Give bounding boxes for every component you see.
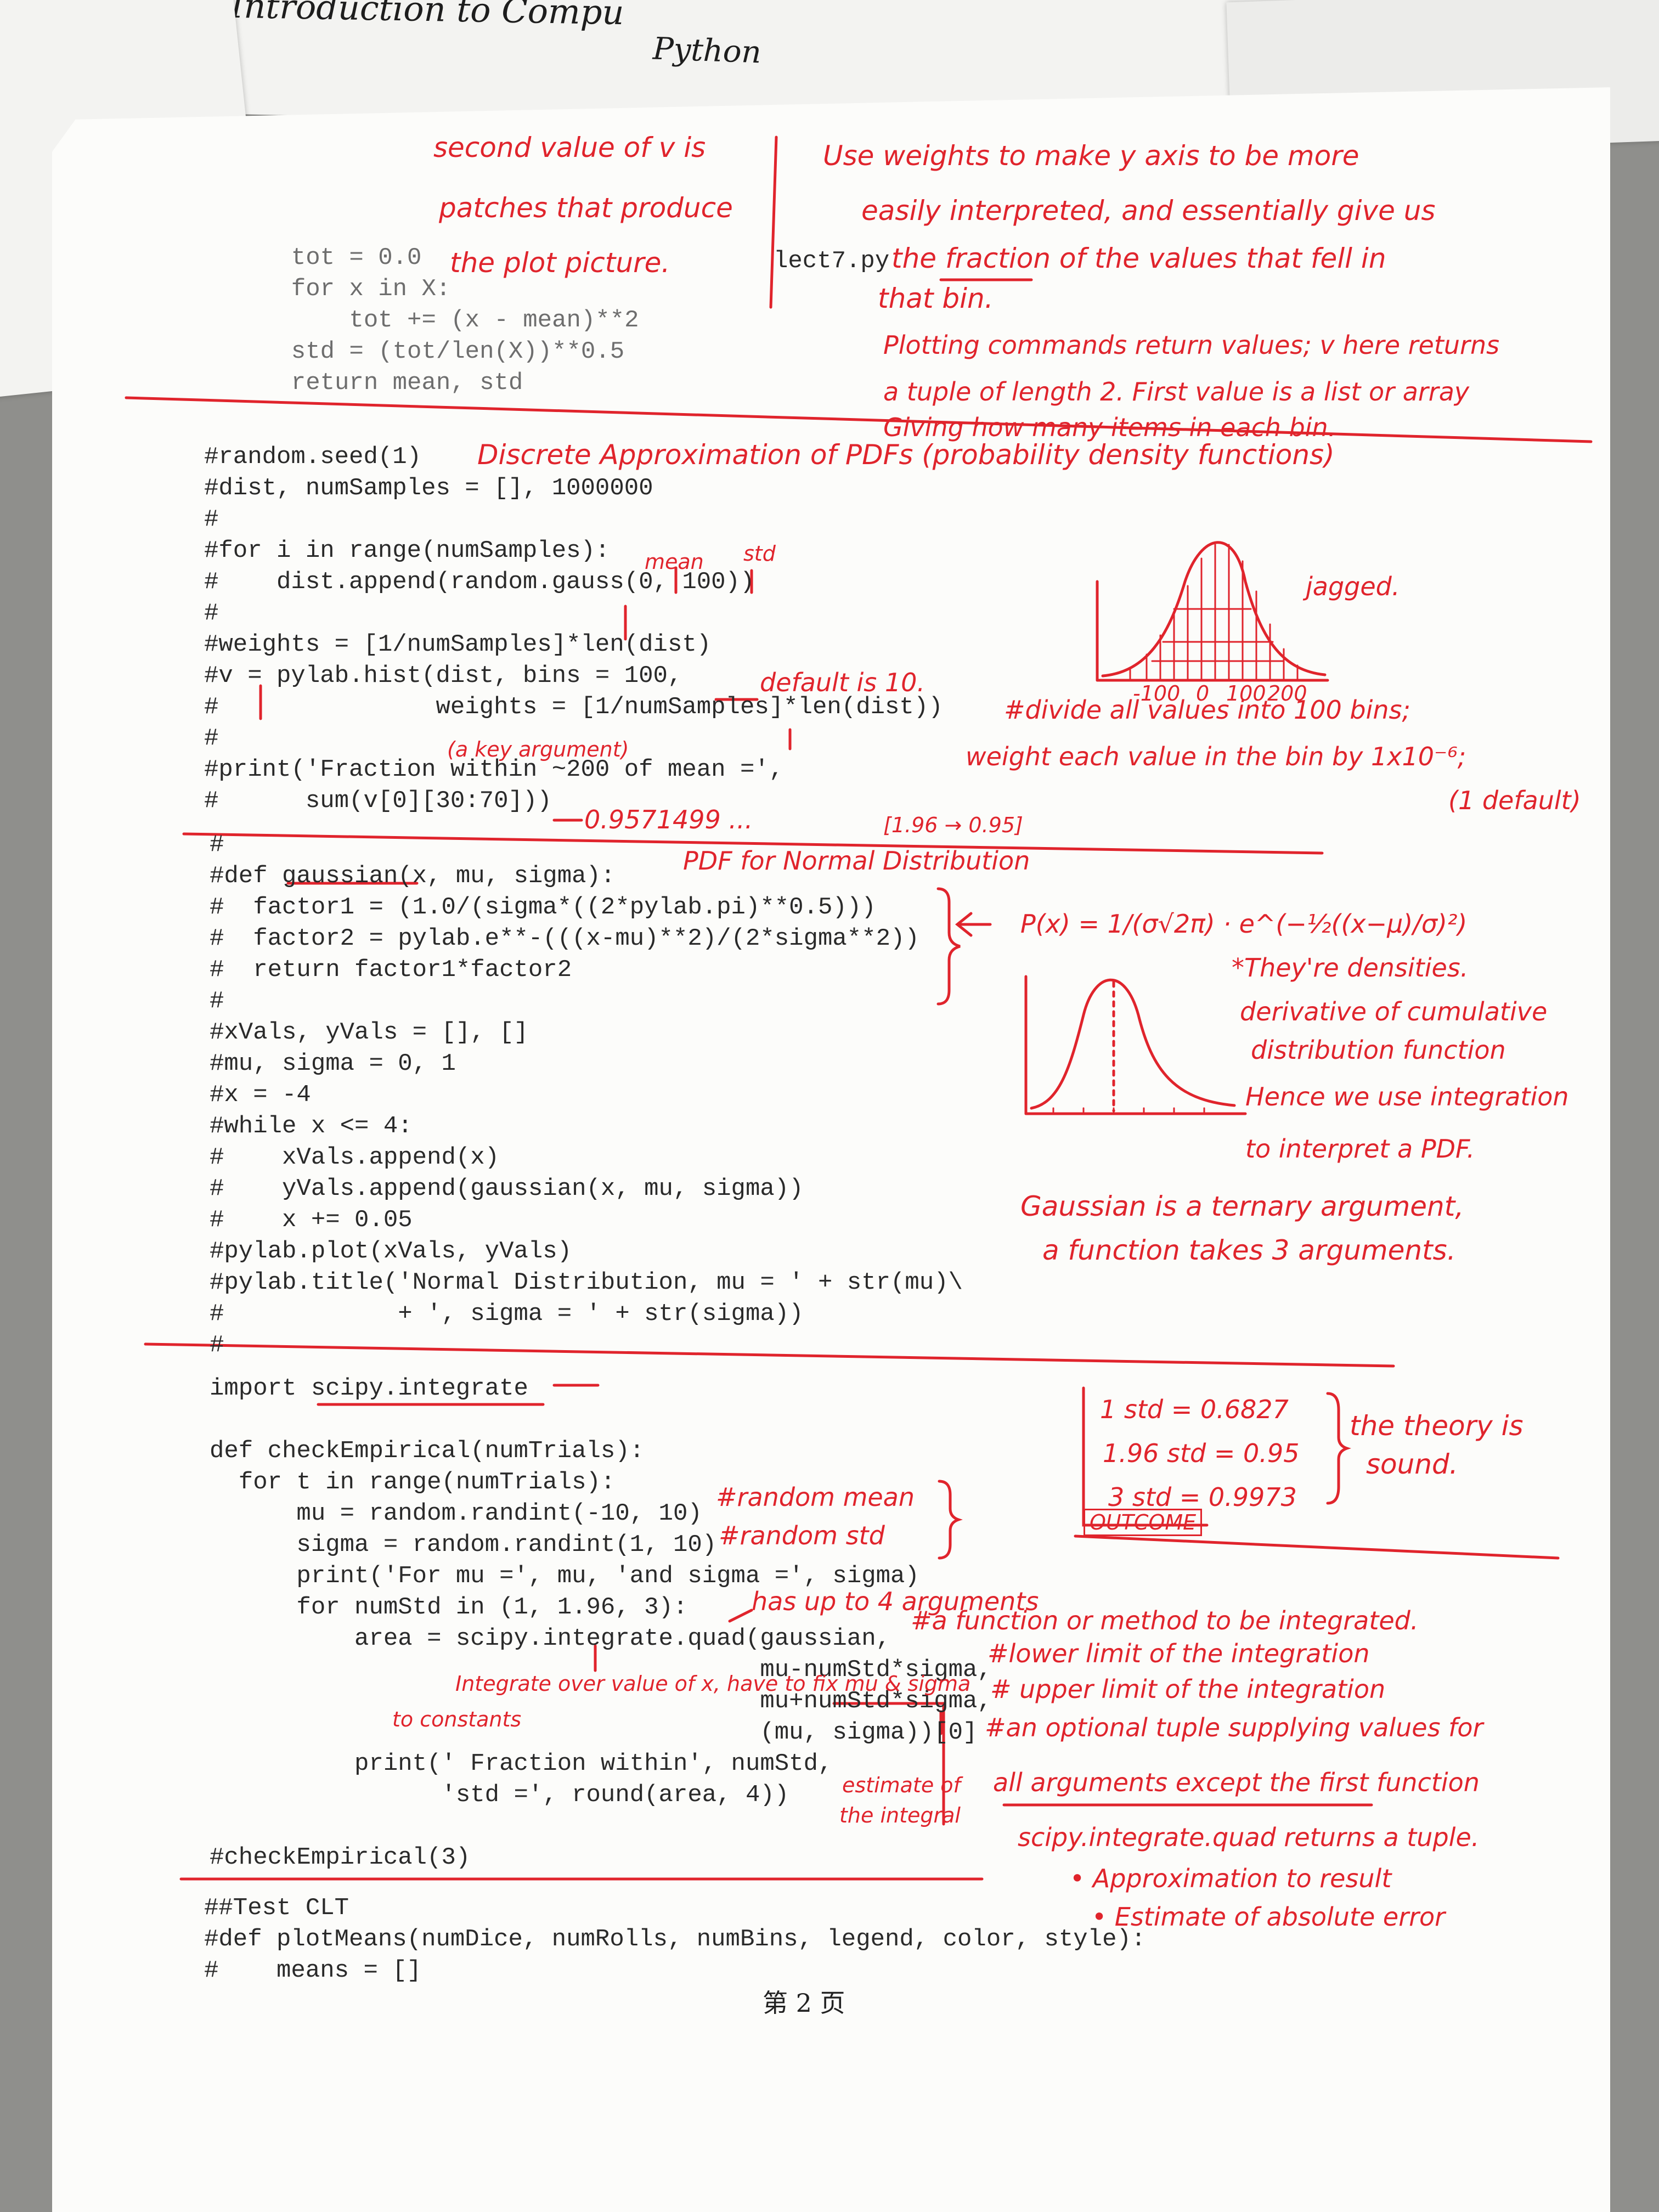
histogram-tick-100: 100 xyxy=(1226,681,1266,706)
note-pdf-formula: P(x) = 1/(σ√2π) · e^(−½((x−μ)/σ)²) xyxy=(1020,909,1468,939)
note-weights-3: the fraction of the values that fell in xyxy=(891,242,1386,274)
note-interval: [1.96 → 0.95] xyxy=(883,813,1023,837)
note-std-3: 3 std = 0.9973 xyxy=(1108,1482,1297,1512)
note-std: std xyxy=(743,541,776,566)
histogram-bars xyxy=(1129,544,1299,680)
note-random-std: #random std xyxy=(719,1521,885,1550)
quad-arrow xyxy=(728,1609,753,1623)
note-gaussian-1: Gaussian is a ternary argument, xyxy=(1020,1190,1464,1222)
note-densities-3: distribution function xyxy=(1251,1035,1506,1065)
note-lower-limit: #lower limit of the integration xyxy=(988,1639,1370,1668)
note-optional-tuple-1: #an optional tuple supplying values for xyxy=(985,1713,1483,1742)
note-divider xyxy=(769,136,778,309)
note-weights-4: that bin. xyxy=(878,283,994,314)
note-approximation: • Approximation to result xyxy=(1070,1864,1392,1893)
note-densities-4: Hence we use integration xyxy=(1245,1082,1569,1111)
code-block-test-clt: ##Test CLT #def plotMeans(numDice, numRo… xyxy=(204,1894,1146,1984)
std-brace xyxy=(1326,1392,1351,1505)
divider-line-3 xyxy=(144,1342,1395,1368)
code-block-gaussian: # #def gaussian(x, mu, sigma): # factor1… xyxy=(210,831,963,1359)
note-mean: mean xyxy=(645,550,704,574)
random-brace xyxy=(938,1480,963,1560)
note-upper-limit: # upper limit of the integration xyxy=(990,1674,1386,1704)
note-theory-2: sound. xyxy=(1366,1448,1458,1480)
note-divide-1: #divide all values into 100 bins; xyxy=(1004,695,1411,725)
page-number: 第 2 页 xyxy=(763,1988,845,2018)
note-std-1: 1 std = 0.6827 xyxy=(1100,1395,1289,1424)
note-outcome: OUTCOME xyxy=(1084,1509,1203,1536)
code-block-std: tot = 0.0 for x in X: tot += (x - mean)*… xyxy=(291,244,639,397)
note-discrete-title: Discrete Approximation of PDFs (probabil… xyxy=(477,439,1335,471)
code-block-check-empirical: import scipy.integrate def checkEmpirica… xyxy=(210,1375,992,1871)
note-default-bins: default is 10. xyxy=(760,668,925,697)
histogram-tick-200: 200 xyxy=(1267,681,1307,706)
note-function-integrated: #a function or method to be integrated. xyxy=(911,1606,1419,1635)
note-up-to-4: has up to 4 arguments xyxy=(752,1587,1039,1616)
note-estimate-error: • Estimate of absolute error xyxy=(1092,1902,1446,1932)
bell-curve xyxy=(1030,978,1236,1110)
divider-line-5 xyxy=(1074,1534,1560,1560)
note-second-value-1: second value of v is xyxy=(433,132,706,163)
note-densities-2: derivative of cumulative xyxy=(1240,997,1548,1026)
histogram-tick-m100: -100 xyxy=(1133,681,1181,706)
note-divide-3: (1 default) xyxy=(1448,786,1581,815)
note-std-196: 1.96 std = 0.95 xyxy=(1103,1438,1300,1468)
header-filename: lect7.py xyxy=(774,247,890,275)
estimate-mark xyxy=(832,1702,945,1826)
note-weights-2: easily interpreted, and essentially give… xyxy=(861,195,1436,227)
note-theory-1: the theory is xyxy=(1350,1410,1523,1442)
note-densities-1: *They're densities. xyxy=(1232,953,1469,983)
note-gaussian-2: a function takes 3 arguments. xyxy=(1042,1234,1456,1266)
note-estimate-2: the integral xyxy=(839,1803,961,1827)
histogram-tick-0: 0 xyxy=(1196,681,1210,706)
note-jagged: jagged. xyxy=(1306,572,1400,601)
note-quad-returns: scipy.integrate.quad returns a tuple. xyxy=(1018,1822,1480,1852)
note-densities-5: to interpret a PDF. xyxy=(1245,1134,1475,1164)
note-key-argument: (a key argument) xyxy=(447,737,629,761)
note-estimate-1: estimate of xyxy=(842,1773,961,1797)
divider-line-1 xyxy=(125,396,1593,443)
note-pdf-normal: PDF for Normal Distribution xyxy=(683,846,1030,876)
factor-brace xyxy=(936,887,961,1006)
divider-line-2 xyxy=(182,832,1324,855)
printed-page xyxy=(52,87,1610,2212)
note-second-value-3: the plot picture. xyxy=(450,247,670,279)
note-fraction-result: 0.9571499 ... xyxy=(584,805,753,834)
note-divide-2: weight each value in the bin by 1x10⁻⁶; xyxy=(966,742,1466,771)
note-plotting-1: Plotting commands return values; v here … xyxy=(883,330,1500,360)
formula-arrow xyxy=(955,912,992,937)
note-weights-1: Use weights to make y axis to be more xyxy=(823,140,1359,172)
code-block-histogram: #random.seed(1) #dist, numSamples = [], … xyxy=(204,443,943,815)
note-plotting-2: a tuple of length 2. First value is a li… xyxy=(883,377,1470,407)
note-integrate-over-1: Integrate over value of x, have to fix m… xyxy=(455,1672,971,1696)
note-integrate-over-2: to constants xyxy=(392,1707,522,1731)
note-second-value-2: patches that produce xyxy=(439,192,733,224)
note-optional-tuple-2: all arguments except the first function xyxy=(993,1768,1480,1797)
histogram-curve xyxy=(1101,541,1327,678)
note-random-mean: #random mean xyxy=(716,1482,915,1512)
note-plotting-3: Giving how many items in each bin. xyxy=(883,413,1336,442)
